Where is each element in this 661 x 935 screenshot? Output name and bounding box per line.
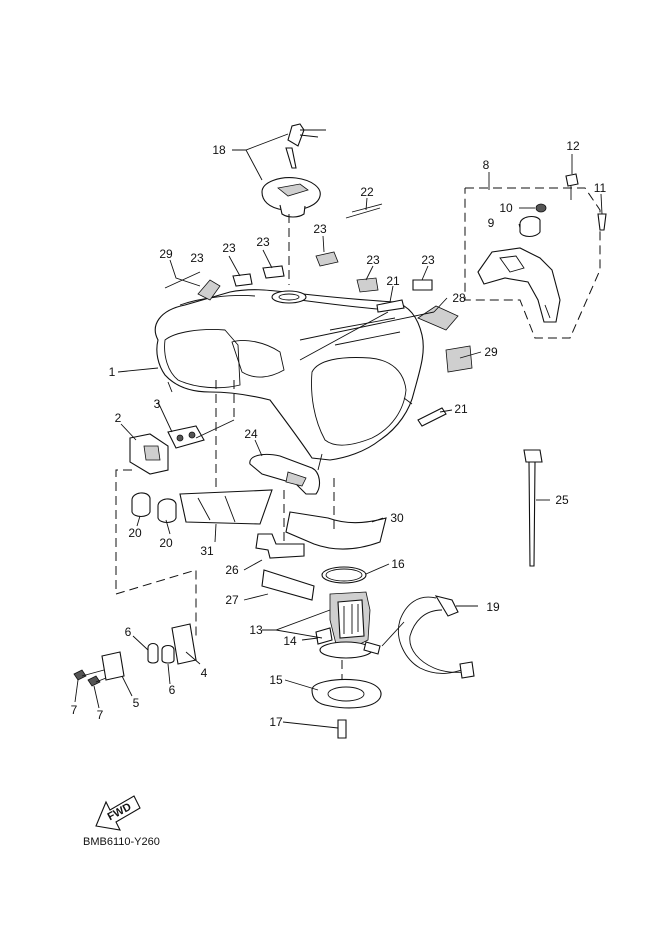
callout-23a: 23 (190, 251, 204, 265)
callout-14: 14 (283, 634, 297, 648)
seal-panels (249, 453, 387, 601)
callout-23e: 23 (366, 253, 380, 267)
fuel-pump-assembly (311, 566, 475, 739)
left-mount-parts (73, 380, 273, 687)
callout-5: 5 (133, 696, 140, 710)
callout-22: 22 (360, 185, 374, 199)
callout-17: 17 (269, 715, 283, 729)
callout-24: 24 (244, 427, 258, 441)
callout-31: 31 (200, 544, 214, 558)
callout-23c: 23 (256, 235, 270, 249)
callout-1: 1 (109, 365, 116, 379)
callout-labels: 1 2 3 4 5 6 6 7 7 8 9 10 11 12 13 14 15 … (71, 139, 607, 729)
fuel-cap-with-key (261, 123, 326, 285)
callout-21a: 21 (386, 274, 400, 288)
callout-3: 3 (154, 397, 161, 411)
diagram-code: BMB6110-Y260 (83, 836, 160, 848)
callout-27: 27 (225, 593, 239, 607)
callout-10: 10 (499, 201, 513, 215)
callout-21b: 21 (454, 402, 468, 416)
callout-6a: 6 (125, 625, 132, 639)
callout-23f: 23 (421, 253, 435, 267)
fwd-arrow-icon: FWD (95, 795, 141, 831)
callout-19: 19 (486, 600, 500, 614)
callout-9: 9 (488, 216, 495, 230)
callout-15: 15 (269, 673, 283, 687)
callout-29a: 29 (159, 247, 173, 261)
callout-18: 18 (212, 143, 226, 157)
callout-2: 2 (115, 411, 122, 425)
leader-lines (74, 133, 603, 729)
callout-8: 8 (483, 158, 490, 172)
callout-12: 12 (566, 139, 580, 153)
callout-20a: 20 (128, 526, 142, 540)
callout-30: 30 (390, 511, 404, 525)
callout-20b: 20 (159, 536, 173, 550)
callout-7b: 7 (97, 708, 104, 722)
bracket-assembly (464, 173, 607, 339)
callout-11: 11 (594, 181, 607, 195)
callout-16: 16 (391, 557, 405, 571)
callout-25: 25 (555, 493, 569, 507)
callout-13: 13 (249, 623, 263, 637)
callout-6b: 6 (169, 683, 176, 697)
callout-23d: 23 (313, 222, 327, 236)
stickers-and-dampers (164, 207, 473, 427)
callout-4: 4 (201, 666, 208, 680)
callout-28: 28 (452, 291, 466, 305)
callout-26: 26 (225, 563, 239, 577)
fuel-tank (154, 289, 424, 471)
callout-29b: 29 (484, 345, 498, 359)
cable-tie (523, 449, 543, 567)
callout-7a: 7 (71, 703, 78, 717)
callout-23b: 23 (222, 241, 236, 255)
